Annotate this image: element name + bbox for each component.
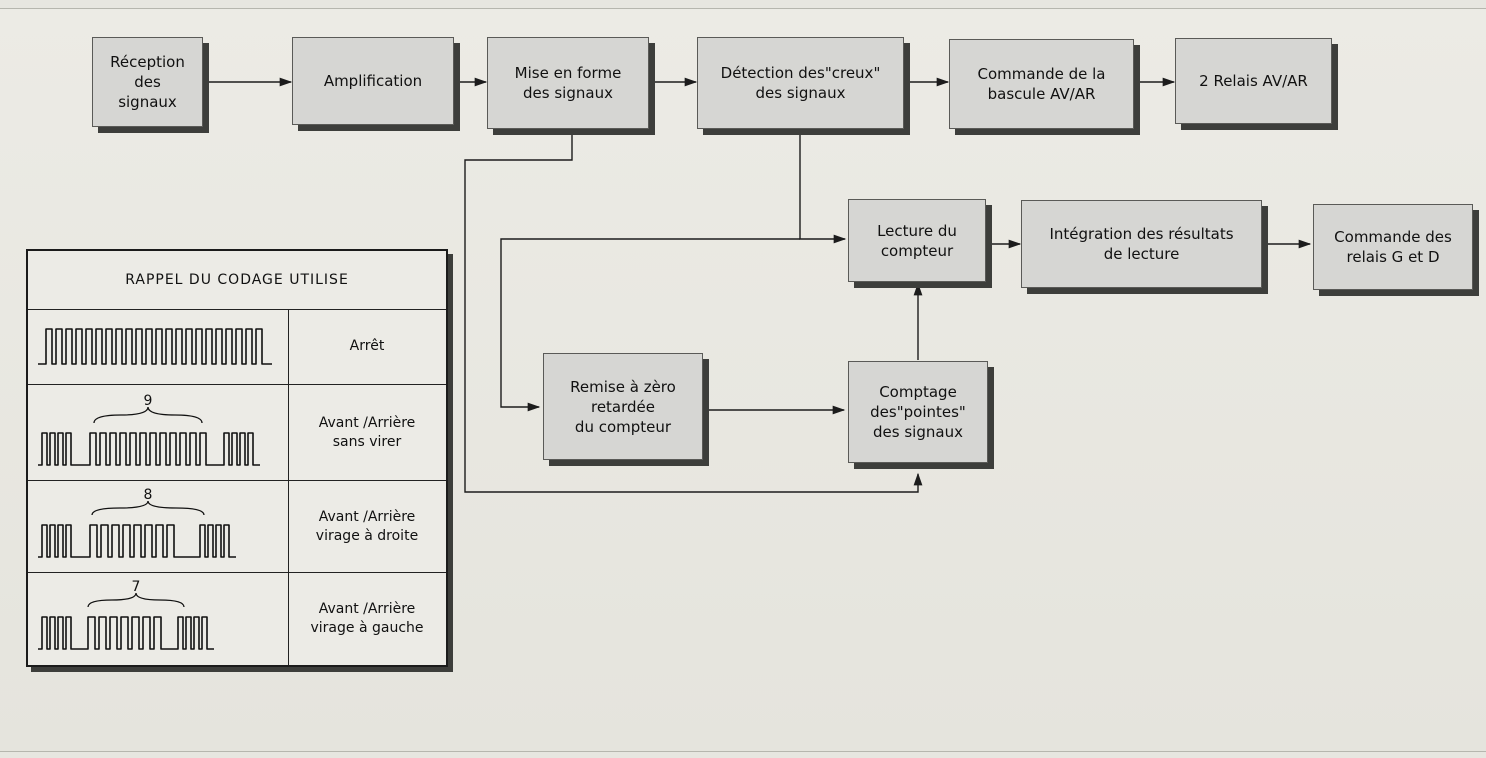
block-commande-relais-gd: Commande des relais G et D [1313, 204, 1473, 290]
brace-icon [93, 406, 203, 424]
block-comptage-pointes: Comptage des"pointes" des signaux [848, 361, 988, 463]
block-mise-en-forme-label: Mise en forme des signaux [514, 64, 622, 102]
signal-waveform-virage-gauche: 7 [38, 573, 289, 665]
brace-icon [87, 592, 185, 608]
block-lecture-label: Lecture du compteur [877, 221, 957, 260]
coding-label-virage-droite: Avant /Arrière virage à droite [315, 508, 419, 544]
coding-table-title: RAPPEL DU CODAGE UTILISE [28, 251, 446, 310]
coding-label-arret: Arrêt [349, 338, 385, 354]
block-commande-bascule: Commande de la bascule AV/AR [949, 39, 1134, 129]
block-amplification: Amplification [292, 37, 454, 125]
pulse-count-7: 7 [132, 579, 141, 595]
pulse-count-8: 8 [144, 487, 153, 503]
block-integration-resultats: Intégration des résultats de lecture [1021, 200, 1262, 288]
block-detection-label: Détection des"creux" des signaux [720, 64, 881, 102]
block-integration-label: Intégration des résultats de lecture [1049, 225, 1234, 263]
coding-row-sans-virer: 9 Avant /Arrière sans virer [28, 385, 446, 481]
signal-waveform-arret [38, 309, 289, 384]
block-reception: Réception des signaux [92, 37, 203, 127]
block-lecture-compteur: Lecture du compteur [848, 199, 986, 282]
coding-row-arret: Arrêt [28, 309, 446, 385]
pulse-count-9: 9 [144, 393, 153, 409]
coding-row-virage-droite: 8 Avant /Arrière virage à droite [28, 481, 446, 573]
line-branch-to-remise-zero [500, 238, 800, 412]
signal-waveform-sans-virer: 9 [38, 385, 289, 480]
coding-label-virage-gauche: Avant /Arrière virage à gauche [310, 601, 424, 636]
block-commande-relais-label: Commande des relais G et D [1334, 228, 1452, 266]
coding-table: RAPPEL DU CODAGE UTILISE Arrêt 9 Avant /… [26, 249, 448, 667]
coding-row-virage-gauche: 7 Avant /Arrière virage à gauche [28, 573, 446, 665]
brace-icon [91, 500, 205, 516]
block-commande-bascule-label: Commande de la bascule AV/AR [977, 65, 1106, 103]
signal-waveform-virage-droite: 8 [38, 481, 289, 572]
block-comptage-label: Comptage des"pointes" des signaux [870, 383, 966, 441]
block-reception-label: Réception des signaux [110, 53, 185, 111]
block-detection-creux: Détection des"creux" des signaux [697, 37, 904, 129]
block-remise-zero-label: Remise à zèro retardée du compteur [570, 377, 676, 436]
block-amplification-label: Amplification [323, 72, 423, 90]
block-remise-zero: Remise à zèro retardée du compteur [543, 353, 703, 460]
coding-label-sans-virer: Avant /Arrière sans virer [318, 414, 416, 450]
block-relais-av-ar: 2 Relais AV/AR [1175, 38, 1332, 124]
block-mise-en-forme: Mise en forme des signaux [487, 37, 649, 129]
block-relais-av-ar-label: 2 Relais AV/AR [1199, 72, 1308, 90]
line-mise-en-forme-to-remise [464, 131, 923, 493]
line-detection-to-lecture [799, 131, 847, 244]
